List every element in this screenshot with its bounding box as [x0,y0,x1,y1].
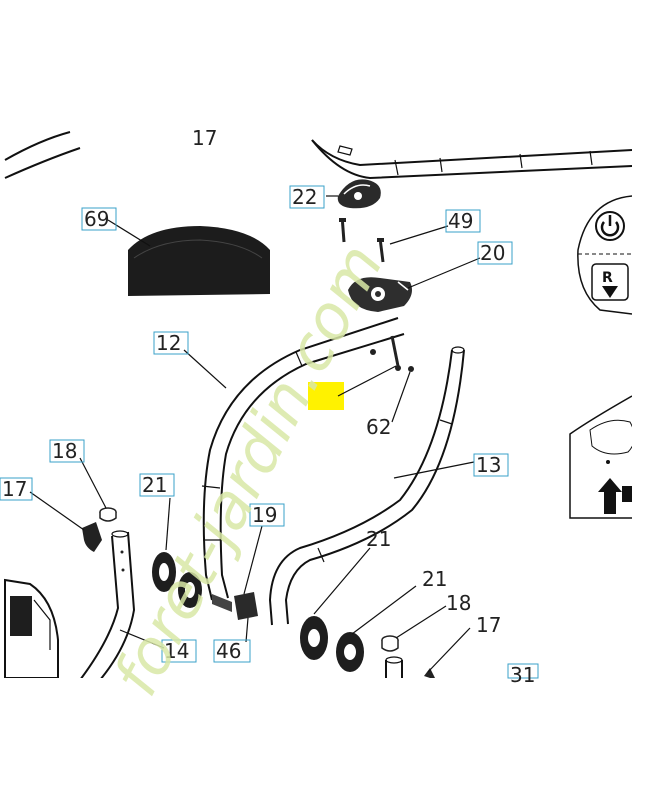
machine-housing-left [4,578,59,678]
callout-22: 22 [292,185,317,209]
callout-69: 69 [84,207,109,231]
callout-62: 62 [366,415,391,439]
part-62-bolts [370,335,414,372]
frame-edge-top-left-2 [4,147,81,179]
bolt-right [377,238,385,263]
callout-49: 49 [448,209,473,233]
reverse-key-label: R [602,270,613,286]
callout-21-right: 21 [366,527,391,551]
part-46-bracket [212,592,258,620]
part-21-wheel-left [152,552,202,608]
part-14-tube [80,530,136,678]
part-18-cap-right [381,635,403,678]
callout-13: 13 [476,453,501,477]
bolt-left [339,218,346,243]
drawing-area: R [4,131,632,678]
part-18-cap-left [99,507,117,522]
part-17-knob-right [424,668,435,678]
arrow-up-icon [598,478,622,514]
part-22-bracket [337,179,381,209]
callout-12: 12 [156,331,181,355]
part-12-tube [201,317,405,601]
callout-18-right: 18 [446,591,471,615]
arrow-down-icon [602,286,618,298]
part-17-knob-left [82,522,102,552]
callout-21-low: 21 [422,567,447,591]
callout-17-top: 17 [192,126,217,150]
callout-31: 31 [510,663,535,687]
callout-20: 20 [480,241,505,265]
callout-labels: 17 22 69 49 20 12 62 13 18 17 21 19 21 2… [0,126,539,687]
handlebar-top [311,139,632,180]
callout-18-left: 18 [52,439,77,463]
callout-21-left: 21 [142,473,167,497]
callout-14: 14 [164,639,189,663]
leader-lines [29,195,481,673]
callout-46: 46 [216,639,241,663]
part-21-wheel-right [300,616,364,672]
part-20-bracket [348,277,412,312]
frame-edge-top-left [4,131,71,161]
part-13-tube [268,346,465,626]
callout-19: 19 [252,503,277,527]
part-69-pad [128,226,270,296]
callout-17-right: 17 [476,613,501,637]
power-icon [600,215,620,237]
control-panel-lower [569,395,632,519]
control-panel-right: R [577,195,632,315]
callout-17-left: 17 [2,477,27,501]
